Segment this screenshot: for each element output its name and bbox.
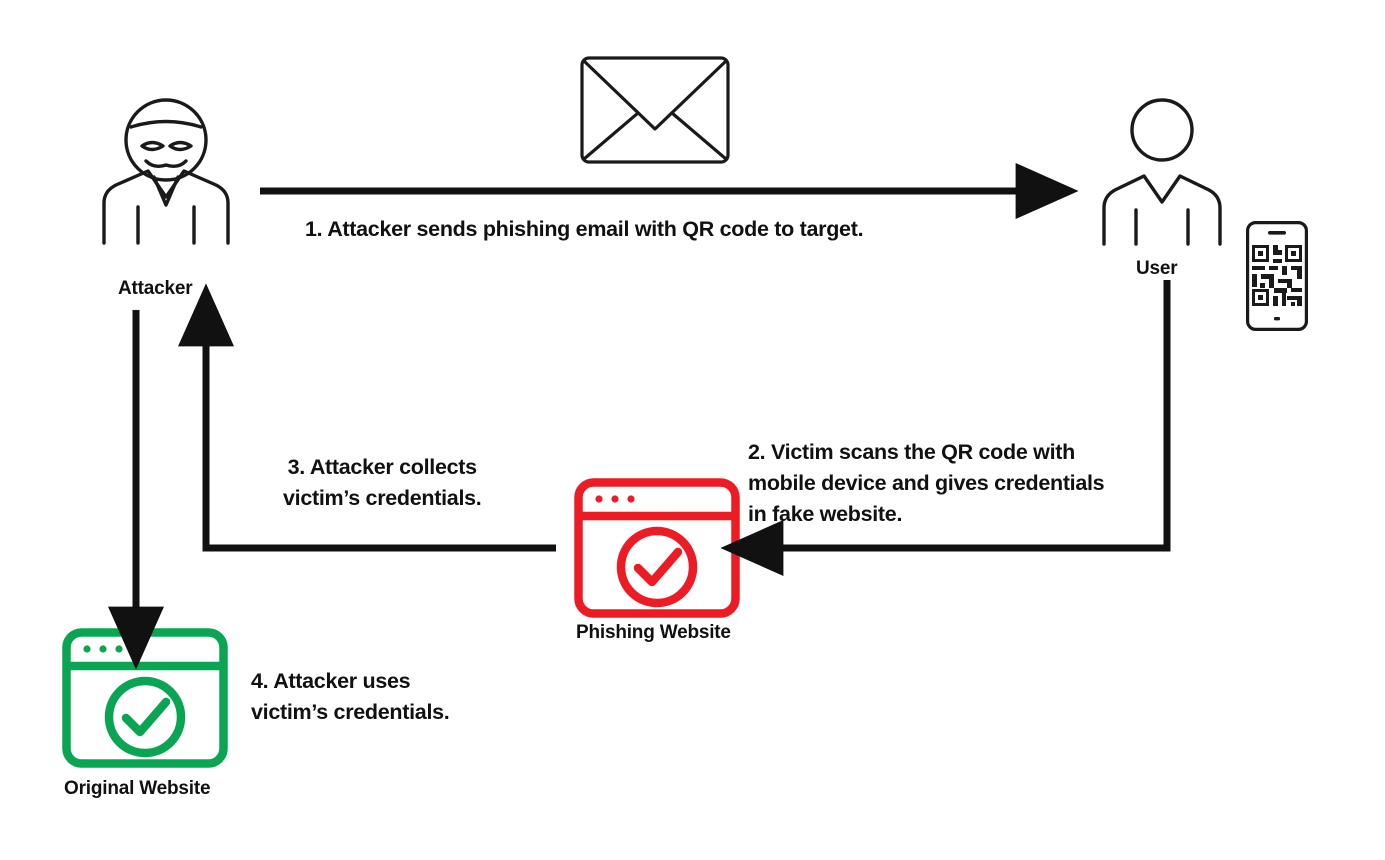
phishing-website-label: Phishing Website	[576, 622, 731, 643]
email-node	[580, 56, 730, 164]
original-website-label: Original Website	[64, 778, 211, 799]
user-label: User	[1136, 258, 1178, 279]
arrow-step-2	[720, 280, 1171, 576]
masked-attacker-icon	[102, 98, 230, 245]
phone-node	[1246, 221, 1308, 332]
qr-modules	[1252, 245, 1302, 306]
step-2-text: 2. Victim scans the QR code with mobile …	[748, 440, 1105, 526]
step-1-text: 1. Attacker sends phishing email with QR…	[305, 217, 864, 241]
mobile-qr-code-icon	[1246, 221, 1308, 332]
attacker-node	[96, 95, 236, 265]
step-4-text: 4. Attacker uses victim’s credentials.	[251, 669, 450, 724]
person-icon	[1102, 98, 1222, 246]
user-node	[1100, 98, 1224, 250]
arrow-step-3	[178, 283, 556, 552]
envelope-icon	[580, 56, 730, 164]
step-3-text: 3. Attacker collects victim’s credential…	[283, 455, 482, 510]
attacker-label: Attacker	[118, 278, 193, 299]
